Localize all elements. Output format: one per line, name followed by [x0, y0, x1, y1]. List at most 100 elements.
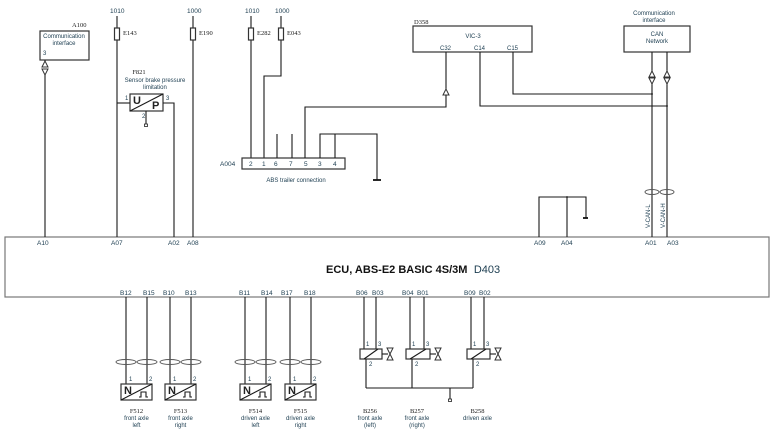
supply-e282: 1010 E282	[245, 8, 271, 158]
vic-pin-c14: C14	[474, 46, 486, 52]
a004-pin-5: 5	[304, 161, 308, 168]
vic-box	[412, 25, 533, 53]
valve-pin3: 3	[486, 342, 490, 348]
vic-id: D358	[414, 19, 428, 26]
ecu-pin-b14: B14	[261, 290, 273, 297]
ecu-pin-a01: A01	[645, 240, 657, 247]
sensor-id: F513	[174, 408, 187, 415]
ecu-pin-a07: A07	[111, 240, 123, 247]
pulse-icon	[258, 391, 267, 398]
twisted-pair-icon	[234, 359, 256, 365]
a004-pin-4: 4	[333, 161, 337, 168]
twisted-pair-icon	[279, 359, 301, 365]
a004-box	[241, 157, 346, 170]
ecu-pin-a04: A04	[561, 240, 573, 247]
a100-id: A100	[72, 22, 86, 29]
valve-pin1: 1	[366, 342, 370, 348]
valve-pin3: 3	[426, 342, 430, 348]
sensor-label-1: driven axle	[241, 416, 271, 422]
ground-icon	[144, 123, 148, 127]
fuse-e282-icon	[247, 27, 255, 41]
ecu-pin-b12: B12	[120, 290, 132, 297]
twisted-pair-icon	[644, 189, 660, 195]
sensor-label-2: right	[175, 423, 187, 429]
valve-pin1: 1	[412, 342, 416, 348]
sensor-symbol: N	[243, 385, 251, 397]
twisted-pair-icon	[659, 189, 675, 195]
ecu-pin-a09: A09	[534, 240, 546, 247]
a100-label-1: Communication	[43, 34, 85, 40]
ground-loop-a09-a04	[538, 196, 588, 237]
valve-id: B257	[410, 408, 425, 415]
can-header-1: Communication	[633, 11, 675, 17]
ecu-pin-a02: A02	[168, 240, 180, 247]
down-arrow-icon	[648, 77, 656, 86]
e143-voltage: 1010	[110, 8, 125, 15]
sensor-label-1: driven axle	[286, 416, 316, 422]
a004-id: A004	[220, 161, 236, 168]
f821-pin3: 3	[166, 96, 170, 102]
ecu-pin-b02: B02	[479, 290, 491, 297]
a100-label-2: interface	[52, 41, 76, 47]
e043-voltage: 1000	[275, 8, 290, 15]
down-arrow-icon	[663, 77, 671, 86]
ecu-pin-b01: B01	[417, 290, 429, 297]
can-label-1: CAN	[651, 32, 664, 38]
sensor-label-2: left	[132, 423, 140, 429]
up-arrow-icon	[41, 59, 49, 68]
supply-e043: 1000 E043	[263, 8, 301, 158]
valve-label-1: front axle	[405, 416, 430, 422]
ecu-pin-b17: B17	[281, 290, 293, 297]
ecu-pin-a10: A10	[37, 240, 49, 247]
fuse-e190-icon	[189, 27, 197, 41]
sensor-symbol: N	[288, 385, 296, 397]
valve-pin2: 2	[369, 362, 373, 368]
pulse-icon	[139, 391, 148, 398]
twisted-pair-icon	[255, 359, 277, 365]
wire-c15	[512, 52, 652, 95]
fuse-e143-icon	[113, 27, 121, 41]
ecu-pin-b11: B11	[239, 290, 250, 297]
can-header-2: interface	[642, 18, 666, 24]
sensor-pin1: 1	[173, 377, 177, 383]
pressure-sensor-f821: F821 Sensor brake pressure limitation U …	[117, 69, 186, 237]
valve-icon	[494, 347, 502, 361]
ecu-pin-b18: B18	[304, 290, 316, 297]
supply-e143: 1010 E143	[110, 8, 137, 237]
valve-label-1: front axle	[358, 416, 383, 422]
vic-pin-c15: C15	[507, 46, 519, 52]
wire-a02	[163, 102, 175, 237]
f821-label-2: limitation	[143, 85, 167, 91]
valve-icon	[386, 347, 394, 361]
f821-label-1: Sensor brake pressure	[125, 78, 186, 84]
ecu-box	[4, 236, 770, 298]
sensor-pin2: 2	[193, 377, 197, 383]
pulse-icon	[303, 391, 312, 398]
trailer-connector-a004: A004 2 1 6 7 5 3 4 ABS trailer connectio…	[220, 106, 441, 184]
valve-label-2: (left)	[364, 423, 376, 429]
sensor-pin1: 1	[293, 377, 297, 383]
e282-voltage: 1010	[245, 8, 260, 15]
sensor-symbol: N	[168, 385, 176, 397]
ecu-pin-b10: B10	[163, 290, 175, 297]
sensor-label-2: left	[251, 423, 259, 429]
sensor-symbol: N	[124, 385, 132, 397]
can-wire-h-label: V-CAN-H	[661, 203, 667, 228]
ecu-pin-b13: B13	[185, 290, 197, 297]
vic-label: VIC-3	[465, 34, 481, 40]
e282-label: E282	[257, 30, 271, 37]
sensor-id: F514	[249, 408, 263, 415]
ecu-label: ECU, ABS-E2 BASIC 4S/3M D403	[326, 260, 500, 277]
sensor-label-1: front axle	[168, 416, 193, 422]
ground-icon	[448, 398, 452, 402]
valve-label-1: driven axle	[463, 416, 493, 422]
can-label-2: Network	[646, 39, 669, 45]
sensor-id: F515	[294, 408, 307, 415]
valve-label-2: (right)	[409, 423, 425, 429]
